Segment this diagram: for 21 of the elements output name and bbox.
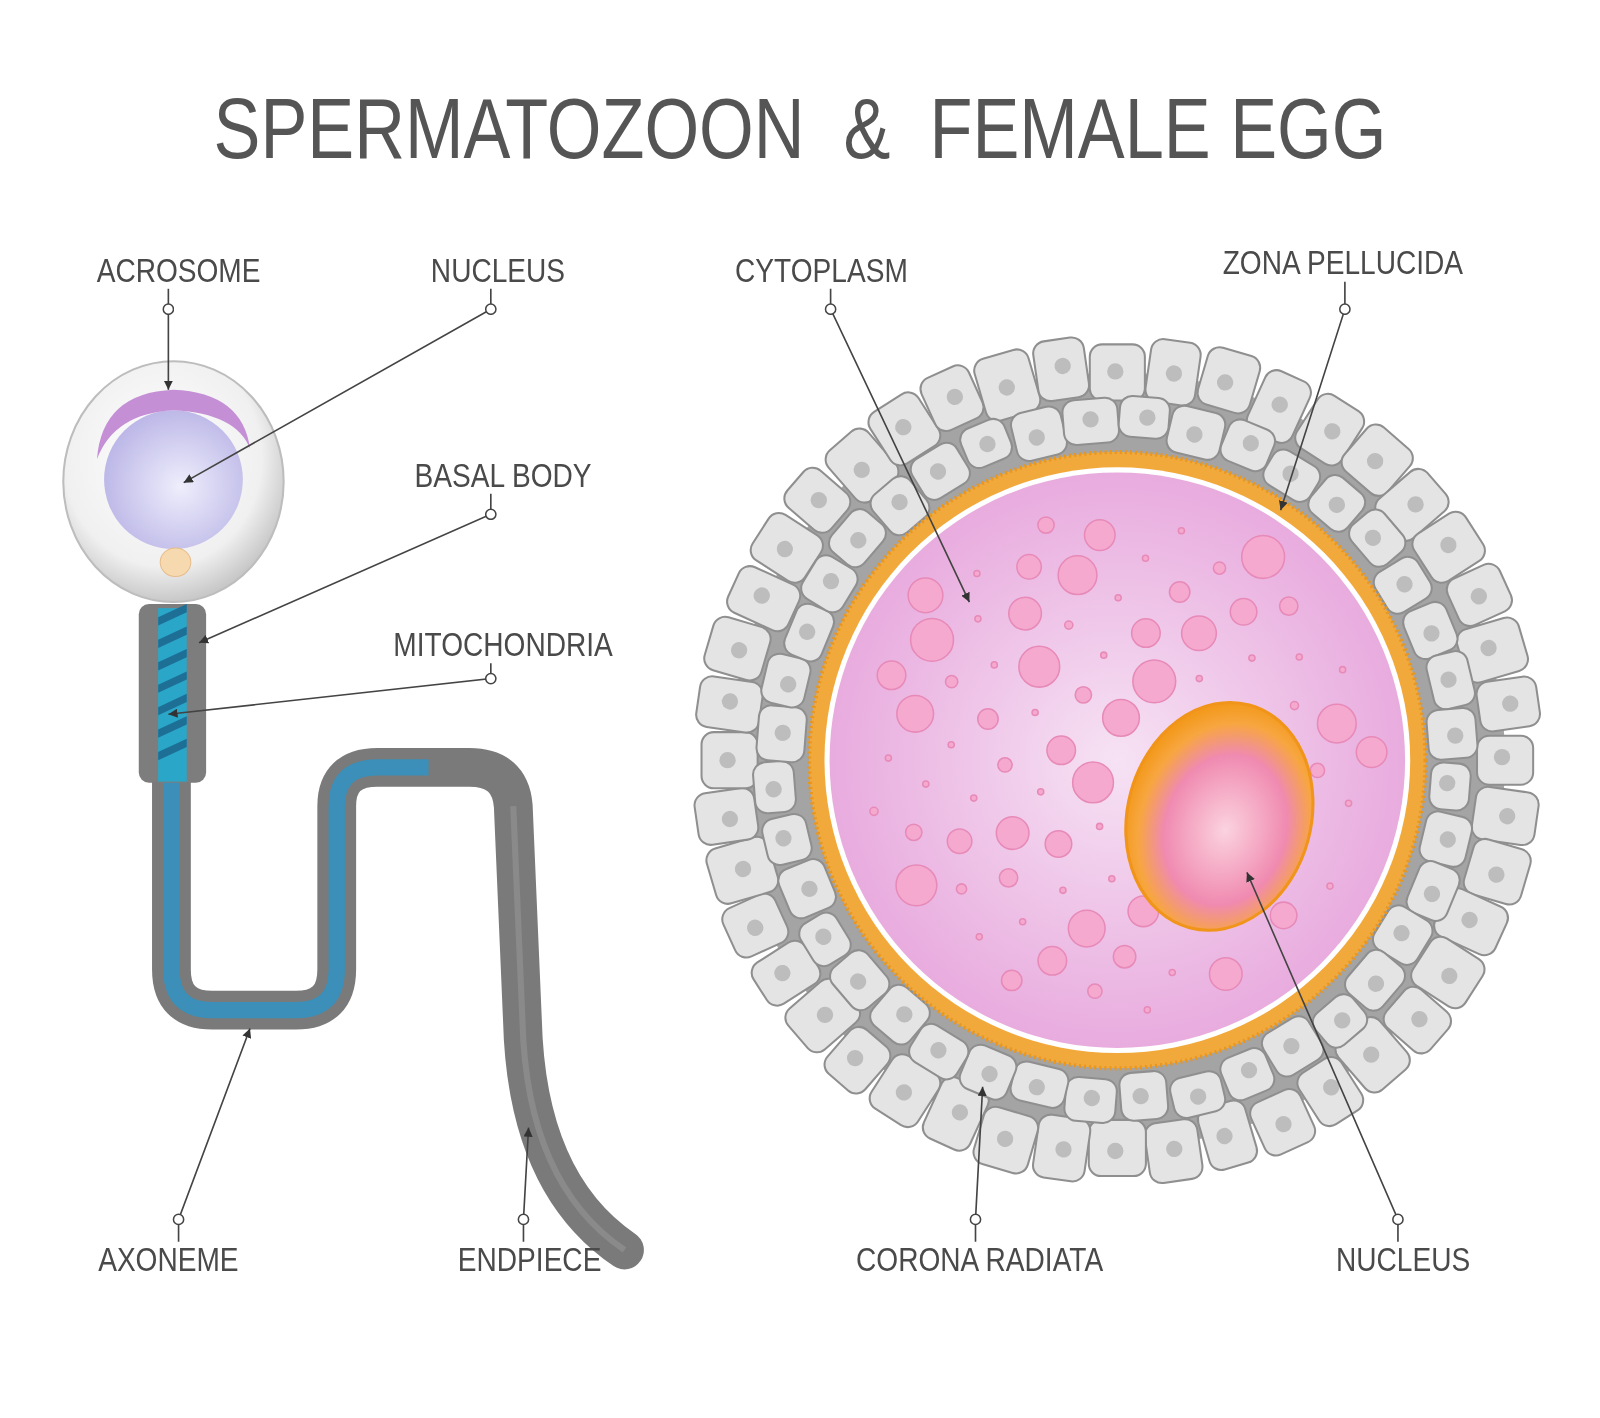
leader-line xyxy=(824,287,971,603)
part-label: ACROSOME xyxy=(96,252,261,289)
leader-line xyxy=(198,493,497,644)
part-label: ZONA PELLUCIDA xyxy=(1222,244,1463,282)
part-label: MITOCHONDRIA xyxy=(393,626,613,664)
leader-line xyxy=(1246,871,1404,1243)
leader-line xyxy=(517,1126,533,1243)
part-label: CYTOPLASM xyxy=(735,252,908,289)
leader-line xyxy=(969,1085,987,1243)
part-label: AXONEME xyxy=(98,1241,239,1279)
leader-line xyxy=(182,287,497,484)
leader-line xyxy=(172,1027,251,1243)
part-label: ENDPIECE xyxy=(457,1241,602,1279)
part-label: NUCLEUS xyxy=(1335,1241,1471,1279)
part-label: CORONA RADIATA xyxy=(856,1241,1104,1279)
part-label: NUCLEUS xyxy=(430,252,566,289)
leader-line xyxy=(167,662,497,718)
leader-line xyxy=(1279,280,1351,511)
title: SPERMATOZOON & FEMALE EGG xyxy=(213,79,1387,178)
part-label: BASAL BODY xyxy=(414,457,592,494)
leader-line xyxy=(162,287,174,391)
